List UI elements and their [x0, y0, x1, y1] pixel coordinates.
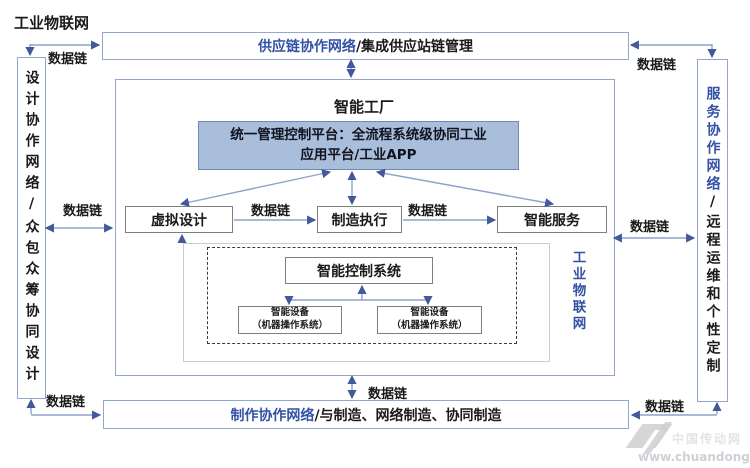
control-area-dashed-frame	[207, 247, 517, 344]
service-network-label: 服务协作网络	[704, 85, 721, 194]
virtual-design-box: 虚拟设计	[125, 206, 233, 233]
data-chain-label-mid-left: 数据链	[63, 204, 103, 219]
smart-device-right-line1: 智能设备	[410, 307, 449, 319]
remote-ops-label: /远程运维和个性定制	[704, 193, 721, 376]
smart-device-box-left: 智能设备 （机器操作系统）	[238, 306, 342, 334]
data-chain-label-mid-right: 数据链	[630, 220, 670, 235]
platform-line2: 应用平台/工业APP	[300, 146, 417, 163]
unified-management-platform-box: 统一管理控制平台：全流程系统级协同工业 应用平台/工业APP	[198, 121, 519, 170]
collaborative-manufacturing-label: /与制造、网络制造、协同制造	[314, 407, 502, 424]
design-collaboration-label: 设计协作网络/众包众筹协同设计	[23, 69, 40, 387]
smart-service-box: 智能服务	[497, 206, 607, 233]
manufacturing-network-bar: 制作协作网络/与制造、网络制造、协同制造	[103, 400, 629, 429]
industrial-iot-vertical-label: 工业物联网	[569, 250, 586, 333]
smart-device-box-right: 智能设备 （机器操作系统）	[377, 306, 482, 334]
smart-device-left-line2: （机器操作系统）	[251, 320, 328, 331]
data-chain-label-row-right: 数据链	[408, 204, 448, 219]
data-chain-label-top-left: 数据链	[48, 52, 88, 67]
watermark: 中国传动网 www.chuandong.com	[620, 420, 750, 466]
data-chain-label-bottom-left: 数据链	[46, 395, 86, 410]
data-chain-label-top-right: 数据链	[637, 58, 677, 73]
supply-chain-network-label: 供应链协作网络	[257, 39, 356, 55]
integrated-supply-management-label: /集成供应站链管理	[355, 39, 474, 55]
intelligent-control-system-box: 智能控制系统	[285, 257, 433, 284]
smart-factory-title: 智能工厂	[333, 98, 394, 116]
supply-chain-network-bar: 供应链协作网络/集成供应站链管理	[102, 32, 629, 60]
data-chain-label-bottom-mid: 数据链	[368, 387, 408, 402]
smart-device-left-line1: 智能设备	[270, 307, 309, 319]
service-collaboration-sidebar: 服务协作网络/远程运维和个性定制	[697, 59, 728, 402]
data-chain-label-row-left: 数据链	[251, 204, 291, 219]
manufacturing-execution-box: 制造执行	[317, 206, 402, 233]
manufacturing-network-label: 制作协作网络	[230, 407, 315, 424]
watermark-url-text: www.chuandong.com	[638, 450, 750, 464]
platform-line1: 统一管理控制平台：全流程系统级协同工业	[230, 126, 487, 143]
design-collaboration-sidebar: 设计协作网络/众包众筹协同设计	[17, 57, 46, 399]
industrial-iot-label: 工业物联网	[14, 14, 90, 32]
smart-device-right-line2: （机器操作系统）	[391, 320, 468, 331]
data-chain-label-bottom-right: 数据链	[645, 400, 685, 415]
watermark-brand-text: 中国传动网	[672, 432, 743, 446]
